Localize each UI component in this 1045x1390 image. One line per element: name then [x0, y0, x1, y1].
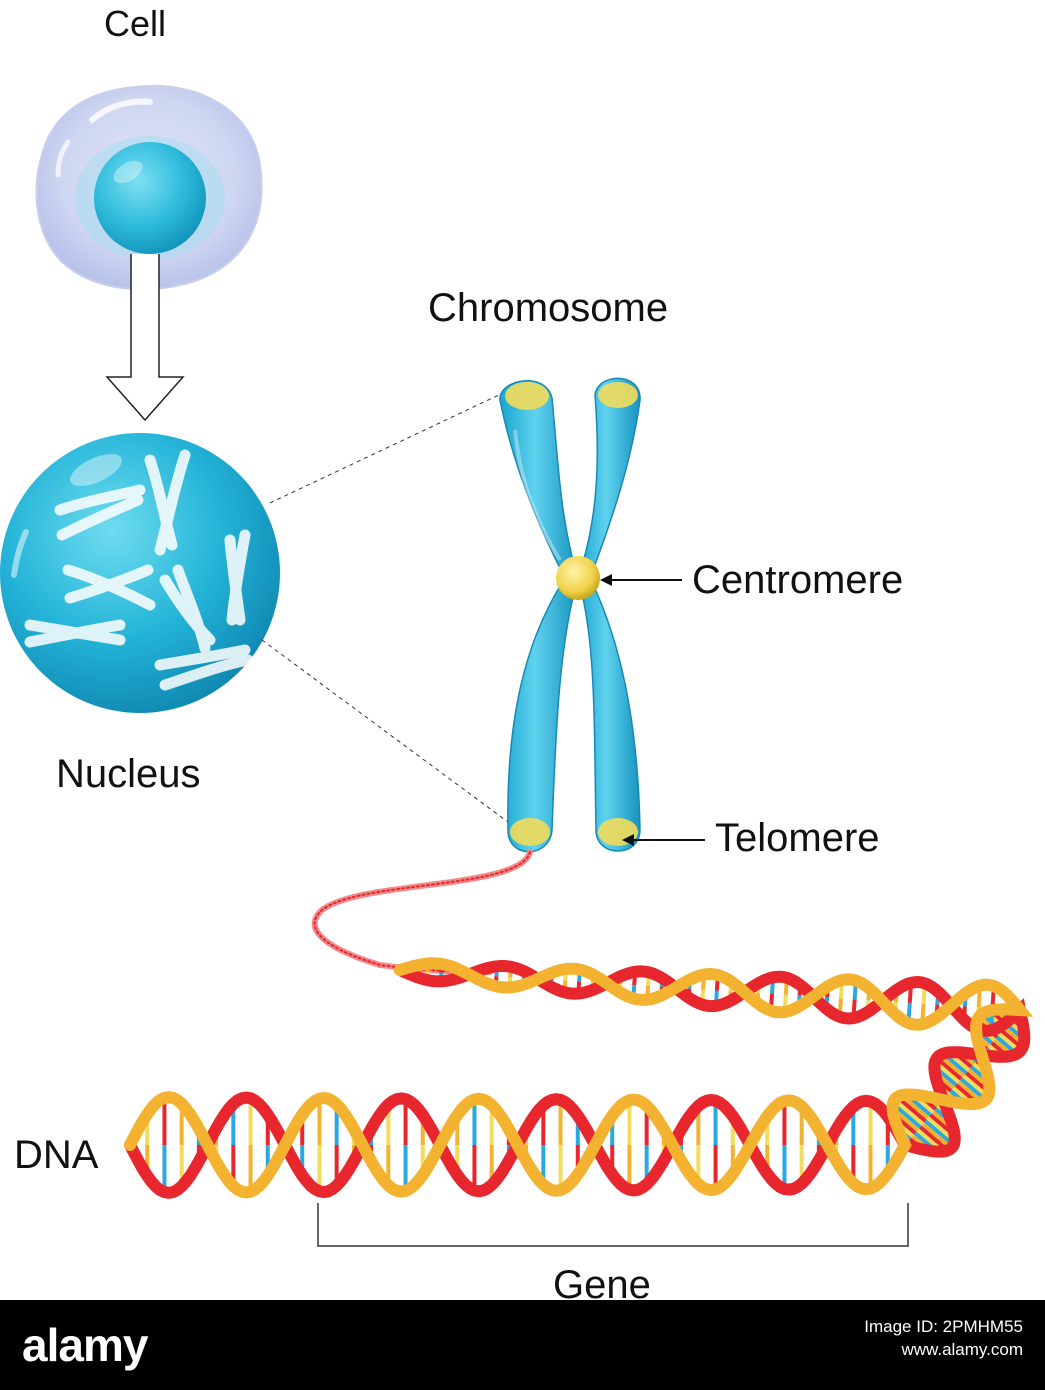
dna-label: DNA — [14, 1133, 99, 1177]
site-url-text: www.alamy.com — [901, 1339, 1023, 1359]
nucleus-illustration — [0, 433, 280, 713]
telomere-pointer — [622, 834, 705, 846]
footer-bar: alamy Image ID: 2PMHM55 www.alamy.com — [0, 1300, 1045, 1390]
dna-base-pair — [921, 1122, 953, 1150]
gene-label: Gene — [553, 1263, 651, 1307]
dna-helix — [124, 957, 1034, 1199]
chromosome-illustration — [499, 377, 641, 853]
nucleus-label: Nucleus — [56, 752, 201, 796]
telomere-label: Telomere — [715, 816, 880, 860]
image-id-text: Image ID: 2PMHM55 — [864, 1317, 1023, 1336]
down-arrow — [105, 254, 185, 422]
alamy-logo: alamy — [22, 1319, 148, 1371]
chromatin-fiber — [311, 849, 533, 975]
dna-strand-orange — [124, 957, 1034, 1199]
cell-label: Cell — [104, 3, 167, 44]
image-info: Image ID: 2PMHM55 www.alamy.com — [864, 1316, 1023, 1362]
chromosome-label: Chromosome — [428, 286, 669, 330]
centromere-label: Centromere — [692, 558, 904, 602]
gene-bracket — [317, 1203, 909, 1247]
diagram-graphic — [0, 84, 1034, 1247]
dna-base-pair — [893, 1098, 925, 1126]
cell-illustration — [35, 84, 263, 291]
centromere-pointer — [600, 574, 682, 586]
diagram-canvas: Cell Chromosome Nucleus Centromere Telom… — [0, 3, 1034, 1305]
zoom-lines — [261, 384, 521, 826]
